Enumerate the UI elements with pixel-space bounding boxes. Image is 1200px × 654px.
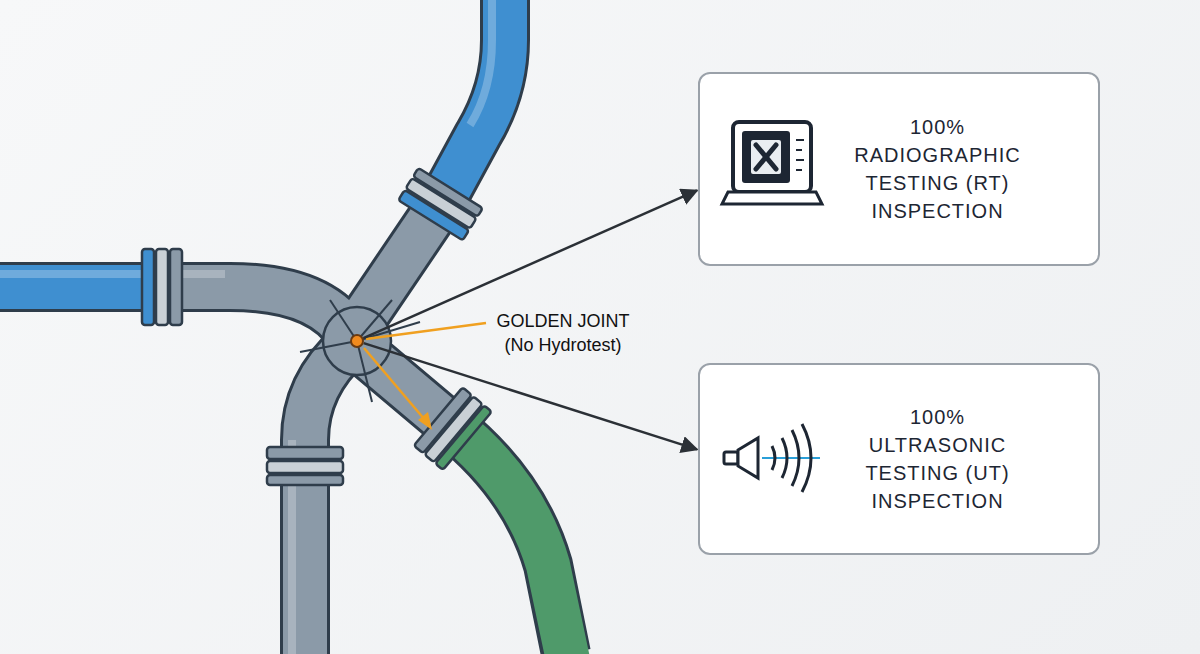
radiography-icon bbox=[722, 122, 822, 204]
box-ground bbox=[698, 363, 1100, 555]
pipe-highlight bbox=[0, 0, 492, 654]
ultrasonic-icon bbox=[724, 424, 820, 492]
connector-arrow bbox=[364, 343, 697, 449]
box-text: 100% ULTRASONIC TESTING (UT) INSPECTION bbox=[840, 403, 1035, 515]
box-ground bbox=[698, 72, 1100, 266]
inspection-box: 100% ULTRASONIC TESTING (UT) INSPECTION bbox=[698, 363, 1100, 555]
flange bbox=[142, 168, 492, 485]
joint-label: GOLDEN JOINT (No Hydrotest) bbox=[483, 309, 643, 357]
joint-marker: GOLDEN JOINT (No Hydrotest) bbox=[350, 334, 364, 348]
box-text: 100% RADIOGRAPHIC TESTING (RT) INSPECTIO… bbox=[840, 113, 1035, 225]
green-pipe bbox=[450, 425, 568, 654]
junction-fitting bbox=[300, 300, 420, 402]
inspection-box: 100% RADIOGRAPHIC TESTING (RT) INSPECTIO… bbox=[698, 72, 1100, 266]
